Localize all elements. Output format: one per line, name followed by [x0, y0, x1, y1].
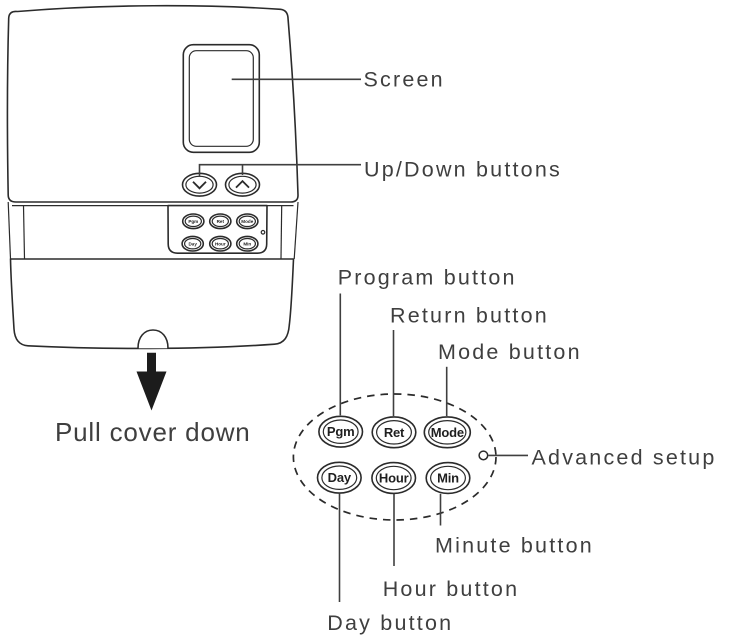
- chevron-down-icon: [192, 181, 207, 190]
- min-button: Min: [425, 461, 471, 495]
- return-label: Return button: [390, 303, 549, 327]
- svg-text:Mode: Mode: [241, 219, 253, 224]
- panel-button-mode: Mode: [235, 213, 259, 230]
- svg-text:Hour: Hour: [215, 241, 226, 246]
- button-cluster-detail: Pgm Ret Mode Day Hour Min: [292, 393, 497, 521]
- svg-text:Min: Min: [243, 241, 251, 246]
- screen-display: [188, 50, 254, 147]
- minute-label: Minute button: [435, 534, 594, 558]
- ret-button: Ret: [371, 416, 417, 449]
- leader-lines: [198, 78, 528, 602]
- panel-button-min: Min: [235, 235, 259, 252]
- arrow-down-icon: [136, 352, 167, 411]
- svg-text:Day: Day: [188, 241, 197, 246]
- thermostat-top-housing: [6, 4, 299, 203]
- program-label: Program button: [338, 266, 517, 290]
- updown-label: Up/Down buttons: [364, 158, 562, 182]
- chevron-up-icon: [235, 179, 250, 189]
- svg-text:Pgm: Pgm: [327, 424, 355, 439]
- cover-pull-tab: [137, 329, 169, 349]
- panel-button-hour: Hour: [208, 235, 232, 252]
- pgm-button: Pgm: [318, 415, 364, 448]
- panel-button-ret: Ret: [208, 213, 232, 230]
- mode-button: Mode: [423, 416, 472, 449]
- svg-text:Pgm: Pgm: [188, 219, 198, 224]
- hour-label: Hour button: [383, 577, 520, 601]
- svg-text:Ret: Ret: [217, 219, 225, 224]
- advanced-setup-hole: [260, 229, 266, 235]
- mode-label: Mode button: [438, 340, 582, 364]
- svg-text:Ret: Ret: [384, 425, 405, 440]
- day-label: Day button: [327, 611, 453, 635]
- panel-button-pgm: Pgm: [181, 213, 205, 230]
- thermostat-middle-band: Pgm Ret Mode Day Hour Min: [7, 201, 299, 260]
- svg-text:Day: Day: [328, 470, 352, 485]
- updown-leader: [198, 163, 361, 177]
- day-button: Day: [316, 461, 362, 494]
- screen-label: Screen: [364, 68, 445, 92]
- thermostat-bottom-cover: [9, 258, 295, 350]
- up-button: [224, 172, 261, 197]
- pull-cover-label: Pull cover down: [55, 417, 251, 447]
- panel-button-day: Day: [181, 235, 205, 252]
- svg-text:Hour: Hour: [379, 471, 409, 486]
- svg-text:Min: Min: [437, 471, 459, 486]
- advanced-setup-hole-detail: [478, 450, 489, 461]
- hour-button: Hour: [371, 461, 417, 495]
- detail-callout-ellipse: [292, 393, 497, 521]
- advanced-label: Advanced setup: [532, 445, 717, 469]
- svg-text:Mode: Mode: [431, 425, 464, 440]
